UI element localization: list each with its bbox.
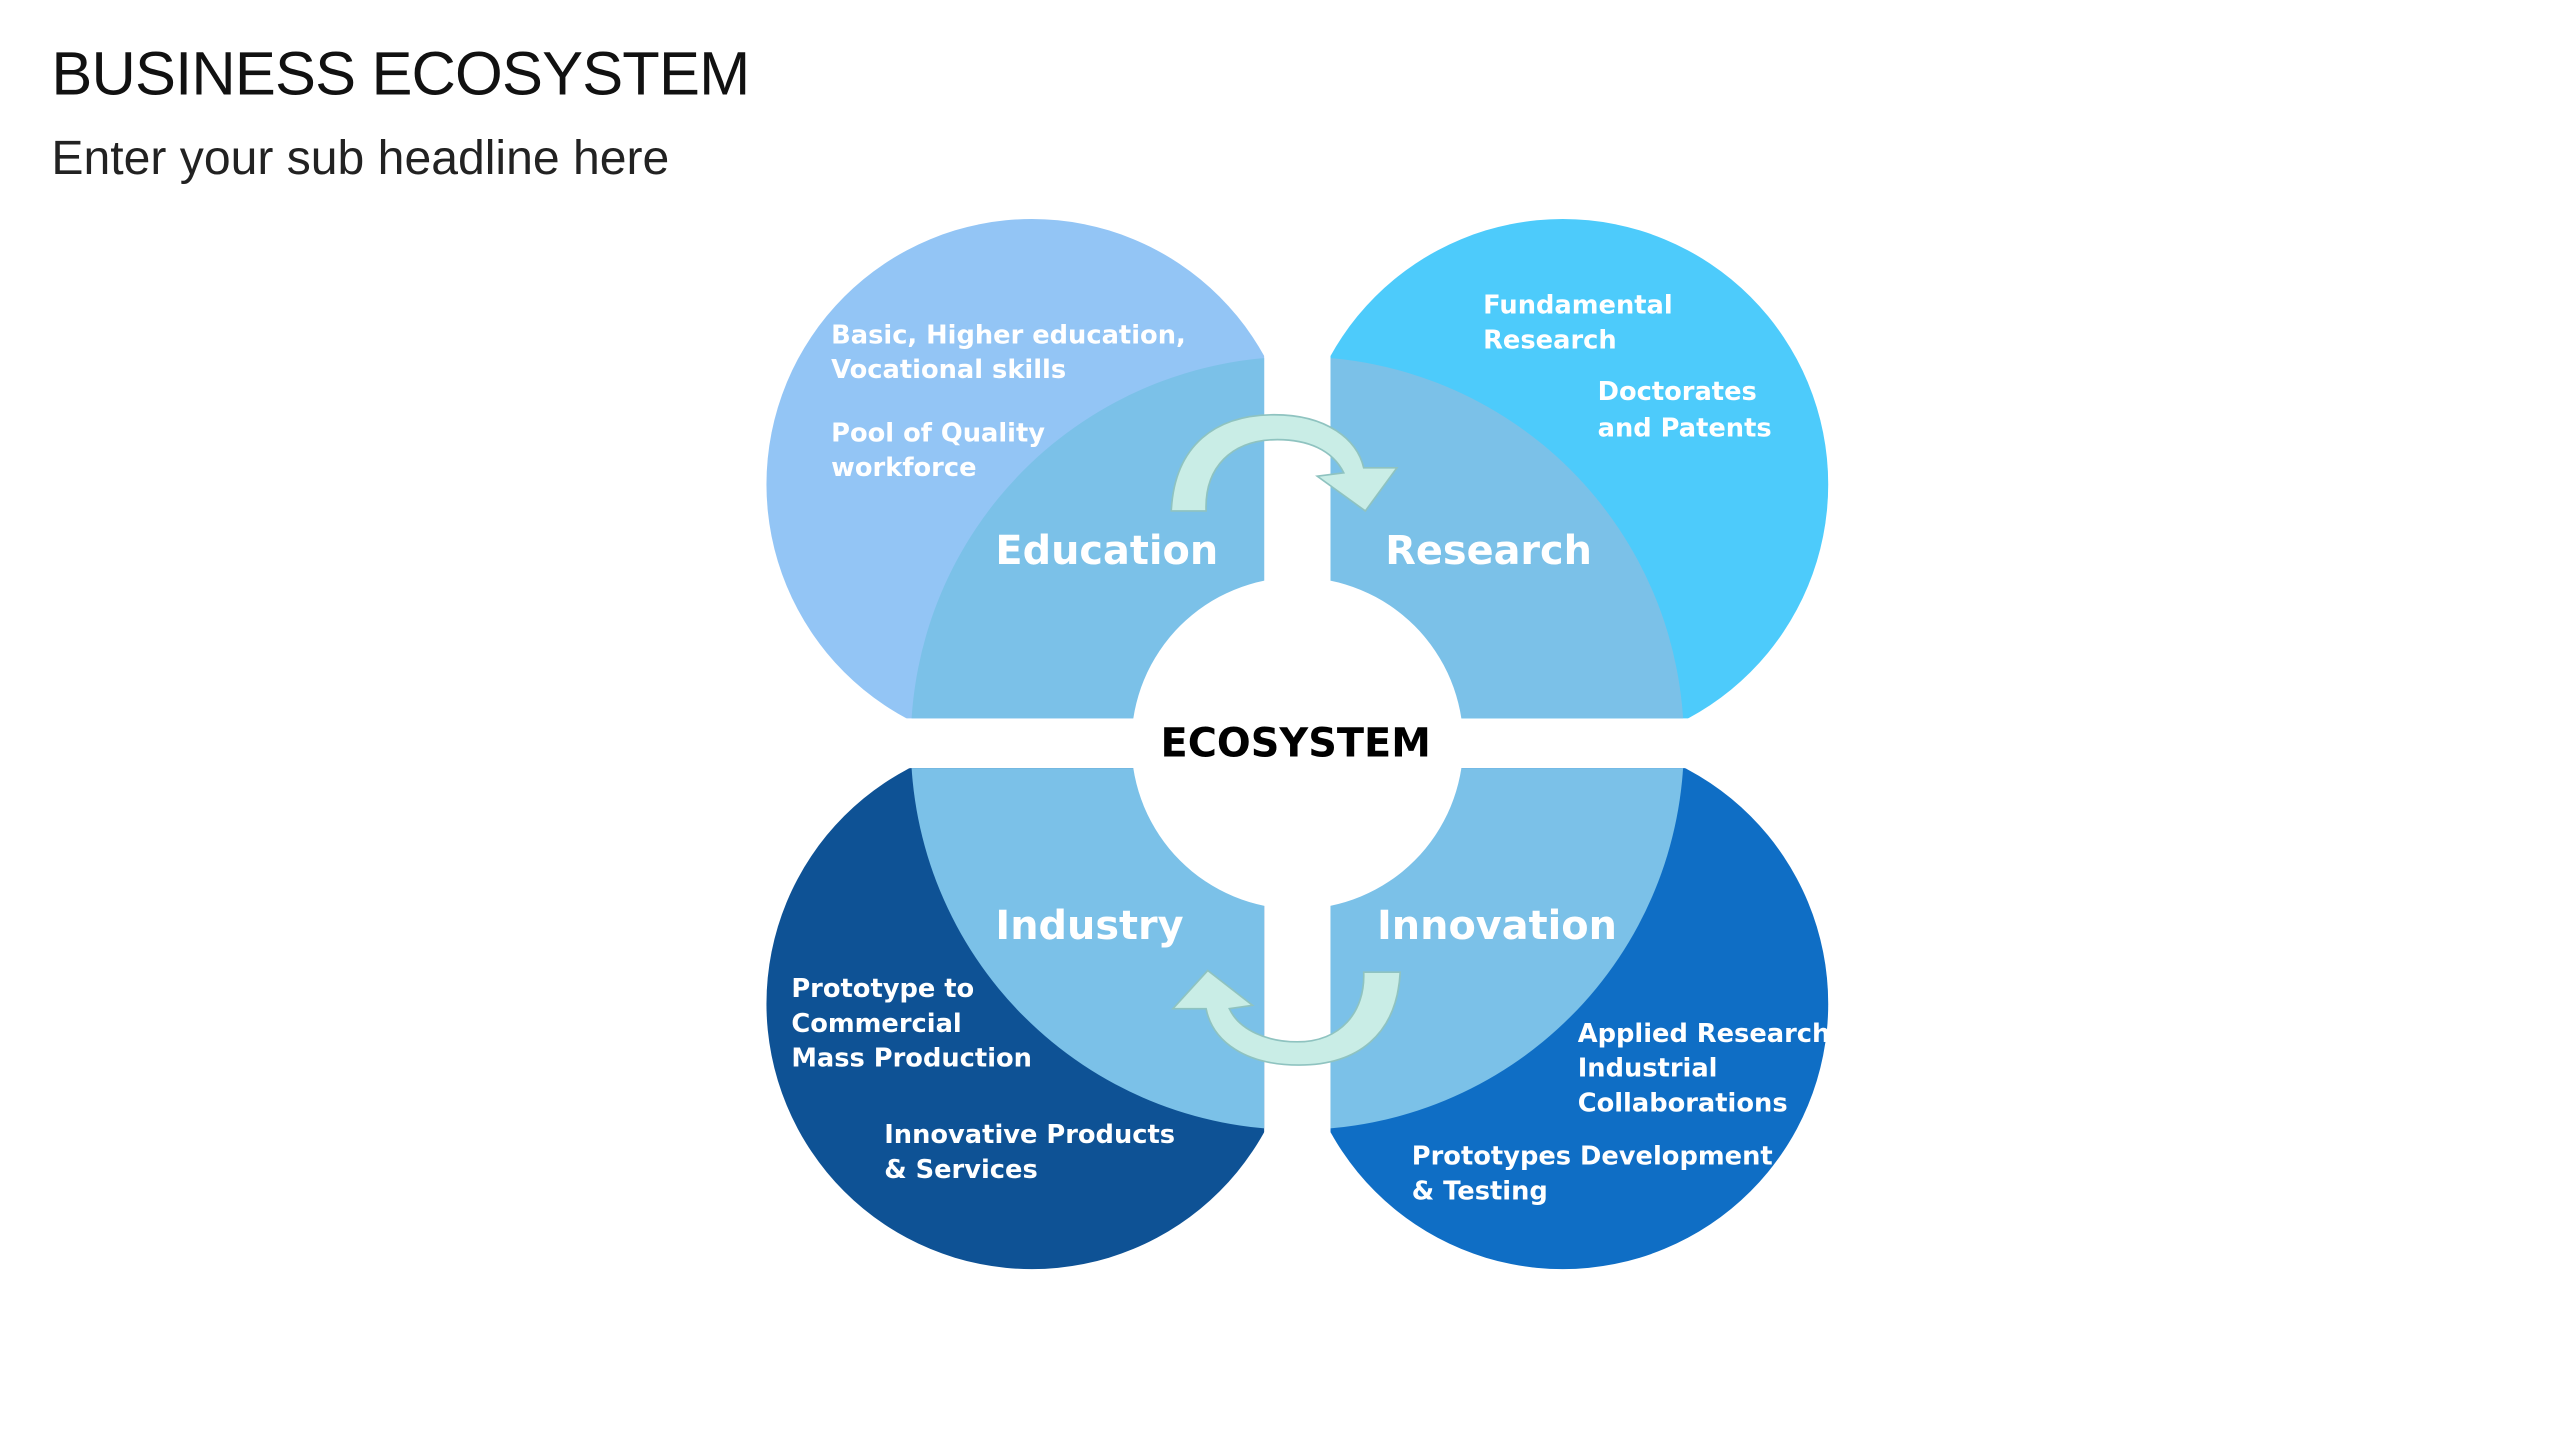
innovation-note-line: Industrial: [1578, 1054, 1718, 1084]
innovation-note-line: Prototypes Development: [1412, 1142, 1773, 1172]
innovation-note-line: Collaborations: [1578, 1089, 1788, 1119]
education-note-line: Pool of Quality: [831, 418, 1045, 448]
industry-note-line: Prototype to: [791, 974, 974, 1004]
education-inner-segment: [911, 358, 1265, 719]
quadrant-label-research: Research: [1385, 528, 1592, 574]
quadrant-label-education: Education: [995, 528, 1218, 574]
education-note-line: Basic, Higher education,: [831, 320, 1186, 350]
center-label: ECOSYSTEM: [1161, 721, 1431, 767]
research-note-line: Research: [1483, 325, 1617, 355]
research-note-line: and Patents: [1598, 413, 1772, 443]
page-subtitle: Enter your sub headline here: [51, 132, 670, 186]
education-note-line: Vocational skills: [831, 355, 1066, 385]
innovation-note-line: Applied Research: [1578, 1019, 1831, 1049]
quadrant-label-innovation: Innovation: [1377, 903, 1617, 949]
education-note-line: workforce: [831, 453, 976, 483]
innovation-note-line: & Testing: [1412, 1176, 1548, 1206]
industry-note-line: Innovative Products: [884, 1120, 1175, 1150]
curved-arrow-right-icon: [1170, 413, 1399, 513]
research-note-line: Fundamental: [1483, 291, 1673, 321]
curved-arrow-left-icon: [1171, 969, 1402, 1066]
research-note-line: Doctorates: [1598, 377, 1757, 407]
innovation-inner-segment: [1330, 768, 1684, 1129]
research-inner-segment: [1330, 358, 1684, 719]
industry-note-line: & Services: [884, 1155, 1038, 1185]
industry-note-line: Mass Production: [791, 1044, 1032, 1074]
center-circle: [1131, 577, 1464, 910]
quadrant-label-industry: Industry: [995, 903, 1183, 949]
page-title: BUSINESS ECOSYSTEM: [51, 39, 750, 108]
industry-inner-segment: [911, 768, 1265, 1129]
industry-note-line: Commercial: [791, 1009, 961, 1039]
